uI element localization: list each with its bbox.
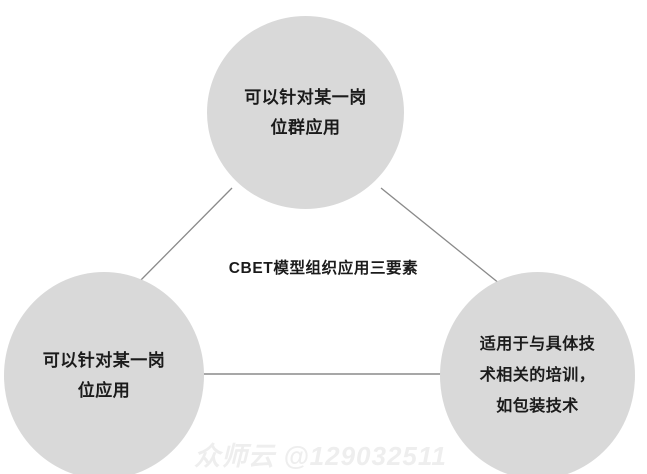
center-title: CBET模型组织应用三要素 — [228, 260, 419, 277]
node-bottom-right: 适用于与具体技 术相关的培训， 如包装技术 — [440, 272, 635, 474]
node-bottom-left: 可以针对某一岗 位应用 — [4, 272, 204, 474]
node-top-label: 可以针对某一岗 位群应用 — [244, 87, 367, 137]
node-top: 可以针对某一岗 位群应用 — [207, 16, 404, 209]
edge-top-to-right — [380, 187, 506, 289]
edge-top-to-left — [134, 187, 233, 287]
node-bottom-left-label: 可以针对某一岗 位应用 — [42, 350, 166, 400]
node-bottom-right-label: 适用于与具体技 术相关的培训， 如包装技术 — [479, 335, 596, 416]
